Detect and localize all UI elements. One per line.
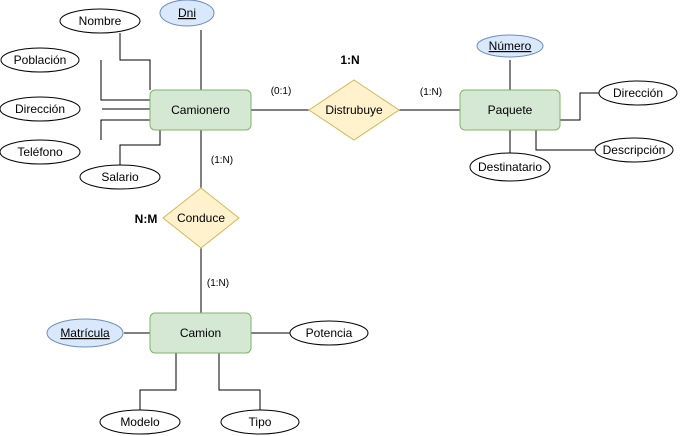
attribute-matricula-label: Matrícula	[60, 326, 110, 340]
salario-connector	[119, 130, 161, 165]
attribute-tipo-label: Tipo	[249, 415, 272, 429]
relationship-distribuye-label: Distrubuye	[325, 103, 383, 117]
attribute-salario[interactable]: Salario	[79, 164, 161, 190]
attribute-telefono-label: Teléfono	[17, 145, 63, 159]
entity-camion-label: Camion	[180, 326, 221, 340]
attribute-salario-label: Salario	[101, 170, 139, 184]
attribute-direccion-paquete-label: Dirección	[613, 86, 663, 100]
attribute-matricula[interactable]: Matrícula	[46, 318, 124, 348]
entity-camion[interactable]: Camion	[149, 312, 252, 354]
attribute-descripcion-label: Descripción	[603, 143, 666, 157]
attribute-modelo-label: Modelo	[120, 415, 160, 429]
descripcion-connector	[535, 130, 596, 151]
nombre-connector	[119, 33, 151, 90]
modelo-connector	[139, 353, 177, 410]
attribute-numero-label: Número	[489, 39, 532, 53]
attribute-direccion-paquete[interactable]: Dirección	[598, 80, 678, 106]
entity-paquete-label: Paquete	[488, 103, 533, 117]
connectors	[100, 30, 599, 410]
attribute-potencia[interactable]: Potencia	[289, 320, 369, 346]
cardinality-camionero-conduce: (1:N)	[211, 155, 233, 166]
attribute-dni-label: Dni	[178, 6, 196, 20]
attribute-numero[interactable]: Número	[476, 34, 544, 58]
attribute-destinatario[interactable]: Destinatario	[469, 152, 551, 182]
entity-camionero-label: Camionero	[171, 103, 230, 117]
attribute-potencia-label: Potencia	[306, 326, 353, 340]
attribute-modelo[interactable]: Modelo	[99, 409, 181, 435]
attribute-destinatario-label: Destinatario	[478, 160, 542, 174]
cardinality-camionero-distribuye: (0:1)	[271, 86, 292, 97]
attribute-direccion-camionero[interactable]: Dirección	[0, 96, 81, 122]
direccion-paquete-connector	[560, 92, 599, 121]
relationship-distribuye[interactable]: Distrubuye	[308, 79, 400, 141]
poblacion-connector	[100, 60, 150, 101]
entity-paquete[interactable]: Paquete	[459, 89, 561, 131]
attribute-nombre-label: Nombre	[79, 14, 122, 28]
attribute-direccion-camionero-label: Dirección	[15, 102, 65, 116]
attribute-dni[interactable]: Dni	[159, 0, 215, 27]
cardinality-distribuye-paquete: (1:N)	[420, 87, 442, 98]
attribute-nombre[interactable]: Nombre	[59, 8, 141, 34]
attribute-tipo[interactable]: Tipo	[220, 409, 300, 435]
attribute-poblacion-label: Población	[14, 53, 67, 67]
relationship-conduce-label: Conduce	[177, 211, 225, 225]
ratio-conduce: N:M	[135, 212, 158, 226]
telefono-connector	[100, 119, 150, 140]
entity-camionero[interactable]: Camionero	[149, 89, 252, 131]
cardinality-conduce-camion: (1:N)	[207, 278, 229, 289]
attribute-descripcion[interactable]: Descripción	[594, 137, 674, 163]
relationship-conduce[interactable]: Conduce	[162, 187, 240, 249]
attribute-telefono[interactable]: Teléfono	[0, 139, 81, 165]
tipo-connector	[218, 353, 261, 410]
attribute-poblacion[interactable]: Población	[0, 47, 80, 73]
ratio-distribuye: 1:N	[340, 53, 359, 67]
